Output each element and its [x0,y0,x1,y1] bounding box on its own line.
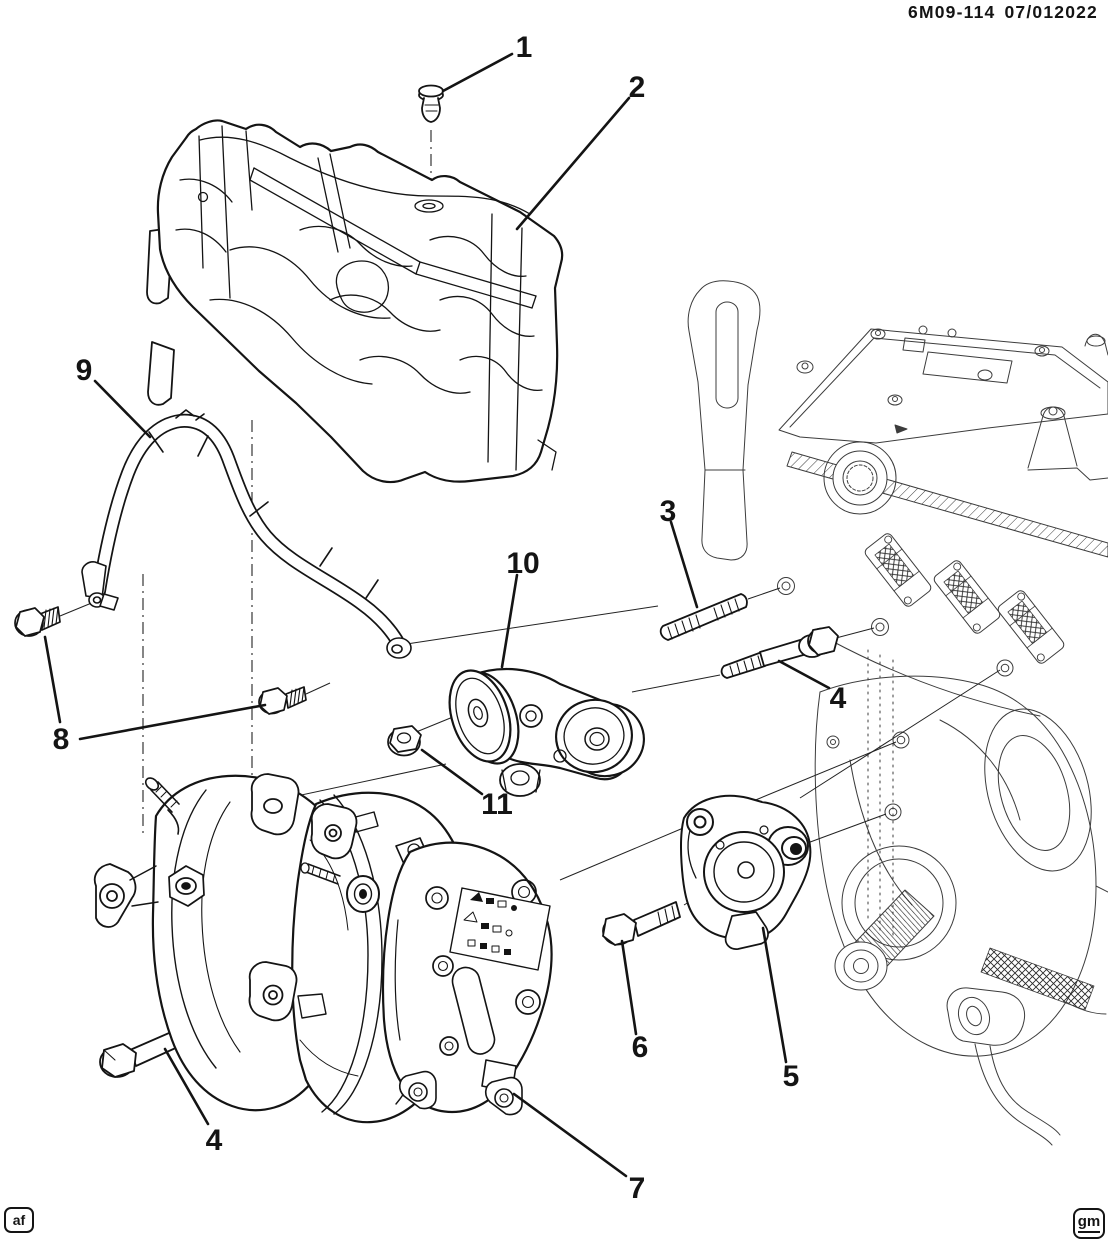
bolt-8b-threads [289,686,305,707]
callout-leader-line [500,573,519,669]
engine-hatched-strip [980,947,1095,1011]
callout-number-4: 4 [206,1124,223,1157]
callout-4-10: 4 [163,1047,223,1157]
part-10-tensioner [448,667,645,797]
callout-3-3: 3 [660,495,699,609]
callout-leader-line [43,635,62,724]
engine-injectors [862,531,1067,666]
warning-label [449,887,551,971]
revision-tag-badge: af [4,1207,34,1233]
compressor-port [346,875,380,913]
callout-leader-line [93,379,152,439]
part-6-bolt [602,901,681,946]
callout-number-11: 11 [481,788,513,821]
part-5-bracket [680,794,812,950]
callout-leader-line [669,520,699,609]
callout-number-7: 7 [629,1172,646,1205]
doc-date: 07/012022 [1004,2,1098,22]
callout-5-9: 5 [761,926,800,1093]
engine-cam-seal [823,441,897,515]
part-2-cover [146,119,564,484]
callout-leader-line [515,96,631,231]
callout-number-2: 2 [629,71,646,104]
part-7-compressor [93,773,553,1124]
doc-number: 6M09-114 [908,2,996,22]
revision-tag-label: af [12,1212,26,1228]
callout-leader-line [777,659,831,690]
engine-oil-tube [946,987,1061,1146]
bolt-4u-threads [729,655,762,677]
callout-number-1: 1 [516,31,533,64]
compressor-top-ears [250,773,358,885]
part-3-stud [659,593,748,641]
hose-details [81,409,412,659]
part-8-bolts [14,606,307,715]
compressor-left-ear [93,863,159,928]
engine-bolt-bosses [777,577,1014,821]
callout-leader-line [441,52,514,93]
callout-4-5: 4 [777,659,847,715]
callout-9-2: 9 [76,354,152,439]
engine-front-cover [814,675,1108,1057]
document-code: 6M09-114 07/012022 [908,2,1098,23]
callouts: 1 2 9 3 10 4 8 11 6 5 4 7 [43,31,847,1205]
callout-2-1: 2 [515,71,646,231]
callout-11-7: 11 [420,748,513,821]
callout-1-0: 1 [441,31,533,93]
cover-details [175,125,557,471]
callout-number-6: 6 [632,1031,649,1064]
bolt-6-threads [657,905,676,927]
callout-leader-line [78,703,267,741]
part-1-push-pin [418,84,444,123]
callout-number-4: 4 [830,682,847,715]
rear-cover-screws [425,879,541,1056]
gm-logo-text: gm [1077,1214,1101,1233]
stud-threads [667,598,740,640]
part-9-hose [81,409,412,659]
compressor-hex-fitting [168,865,205,907]
callout-number-8: 8 [53,723,70,756]
callout-10-4: 10 [500,547,540,669]
rear-cover-lugs [398,1070,523,1116]
compressor-stud [144,777,180,835]
engine-block [687,280,1108,1146]
callout-number-10: 10 [506,547,539,580]
callout-7-11: 7 [512,1092,646,1205]
part-11-nut [387,725,422,757]
compressor-lower-ear [248,961,327,1022]
engine-crank-spline [834,845,957,991]
part-4-bolt-upper [720,626,839,679]
gm-logo-badge: gm [1073,1208,1105,1239]
callout-8-6: 8 [43,635,267,756]
callout-number-3: 3 [660,495,677,528]
callout-number-9: 9 [76,354,93,387]
callout-leader-line [420,748,484,796]
callout-leader-line [163,1047,210,1126]
engine-top-cover [778,325,1108,444]
bolt-8a-threads [43,606,59,629]
callout-number-5: 5 [783,1060,800,1093]
callout-leader-line [761,926,788,1064]
callout-leader-line [512,1092,628,1178]
compressor-rear-cover [381,837,553,1116]
engine-lift-bracket [687,280,761,561]
callout-6-8: 6 [620,939,649,1064]
callout-leader-line [620,939,638,1036]
